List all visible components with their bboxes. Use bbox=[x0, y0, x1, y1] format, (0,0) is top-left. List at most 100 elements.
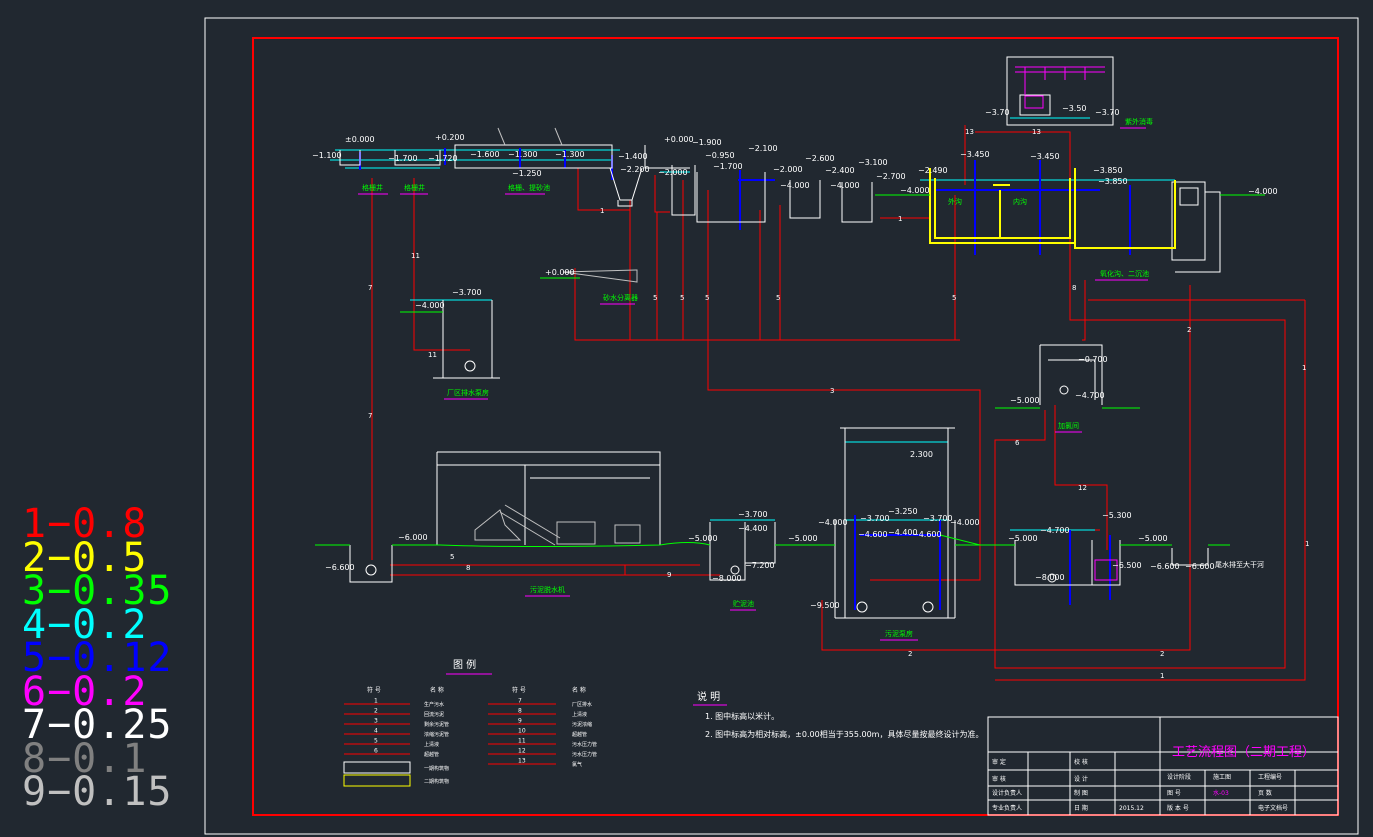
level-label: −3.100 bbox=[858, 158, 888, 167]
legend-row-name: 超越管 bbox=[424, 751, 439, 758]
legend-row-number: 5 bbox=[374, 738, 378, 745]
legend-col-symbol: 符 号 bbox=[367, 686, 381, 694]
level-label: −2.600 bbox=[805, 154, 835, 163]
level-label: +0.200 bbox=[435, 133, 465, 142]
legend-row-number: 6 bbox=[374, 748, 378, 755]
level-label: −4.000 bbox=[950, 518, 980, 527]
legend-row-number: 7 bbox=[518, 698, 522, 705]
legend-row-number: 1 bbox=[374, 698, 378, 705]
line-tag: 12 bbox=[1078, 484, 1087, 492]
outlet-label: 尾水排至大干河 bbox=[1215, 560, 1264, 569]
unit-label: 厂区排水泵房 bbox=[447, 388, 489, 397]
legend-row-number: 9 bbox=[518, 718, 522, 725]
line-tag: 3 bbox=[830, 387, 834, 395]
level-label: +0.000 bbox=[664, 135, 694, 144]
title-block-cell: 水-03 bbox=[1213, 789, 1229, 797]
title-block-cell: 电子文档号 bbox=[1258, 804, 1288, 812]
line-tag: 7 bbox=[368, 412, 372, 420]
level-label: −4.000 bbox=[900, 186, 930, 195]
line-number-tags: 7 11 11 7 1 5 5 5 5 5 3 1 13 13 8 2 1 6 … bbox=[368, 128, 1309, 680]
legend-row-name: 氯气 bbox=[572, 761, 582, 768]
unit-labels: 格栅井 格栅井 格栅、提砂池 砂水分离器 厂区排水泵房 外沟 内沟 氧化沟、二沉… bbox=[362, 117, 1153, 638]
level-label: −3.450 bbox=[960, 150, 990, 159]
level-label: −5.000 bbox=[688, 534, 718, 543]
level-label: −3.70 bbox=[985, 108, 1010, 117]
unit-label: 内沟 bbox=[1013, 197, 1027, 206]
legend-row-name: 剩余污泥管 bbox=[424, 721, 449, 728]
level-label: −3.700 bbox=[860, 514, 890, 523]
legend-col-name: 名 称 bbox=[572, 686, 586, 694]
legend-row-number: 3 bbox=[374, 718, 378, 725]
line-tag: 7 bbox=[368, 284, 372, 292]
pump-symbols bbox=[365, 360, 1069, 613]
level-label: −4.600 bbox=[858, 530, 888, 539]
level-label: −8.000 bbox=[712, 574, 742, 583]
level-label: −2.700 bbox=[876, 172, 906, 181]
level-label: −1.100 bbox=[312, 151, 342, 160]
pen-weight-entry: 8−0.1 bbox=[22, 735, 148, 782]
line-tag: 1 bbox=[1302, 364, 1306, 372]
legend-row-number: 11 bbox=[518, 738, 526, 745]
legend-row-number: 4 bbox=[374, 728, 378, 735]
line-tag: 2 bbox=[1187, 326, 1191, 334]
level-label: −3.700 bbox=[452, 288, 482, 297]
title-block-cell: 设 计 bbox=[1074, 775, 1088, 783]
level-label: −4.000 bbox=[1248, 187, 1278, 196]
title-block-cell: 校 核 bbox=[1074, 758, 1088, 766]
note-1: 1. 图中标高以米计。 bbox=[705, 711, 779, 721]
level-label: −4.400 bbox=[888, 528, 918, 537]
legend-row-name: 回流污泥 bbox=[424, 711, 444, 718]
title-block-cell: 审 核 bbox=[992, 775, 1006, 783]
pen-weight-entry: 3−0.35 bbox=[22, 568, 173, 614]
level-label: −3.700 bbox=[738, 510, 768, 519]
title-block-cell: 页 数 bbox=[1258, 789, 1272, 797]
legend-row-name: 污水压力管 bbox=[572, 741, 597, 748]
dewatering-machinery bbox=[474, 127, 641, 546]
level-label: −3.850 bbox=[1093, 166, 1123, 175]
level-label: −6.000 bbox=[398, 533, 428, 542]
title-block-cell: 设计阶段 bbox=[1167, 773, 1191, 781]
title-block-cell: 版 本 号 bbox=[1167, 804, 1189, 812]
legend-row-number: 8 bbox=[518, 708, 522, 715]
pen-weight-entry: 7−0.25 bbox=[22, 702, 173, 748]
note-2: 2. 图中标高为相对标高，±0.00相当于355.00m，具体尽量按最终设计为准… bbox=[705, 729, 983, 739]
level-label: +0.000 bbox=[545, 268, 575, 277]
line-tag: 5 bbox=[776, 294, 780, 302]
drawing-title: 工艺流程图（二期工程） bbox=[1172, 745, 1315, 760]
notes: 说 明 1. 图中标高以米计。 2. 图中标高为相对标高，±0.00相当于355… bbox=[693, 690, 983, 739]
level-label: −3.850 bbox=[1098, 177, 1128, 186]
title-block-cell: 施工图 bbox=[1213, 773, 1231, 781]
level-label: −1.300 bbox=[508, 150, 538, 159]
unit-label: 污泥脱水机 bbox=[530, 585, 565, 594]
line-tag: 8 bbox=[1072, 284, 1076, 292]
line-tag: 11 bbox=[411, 252, 420, 260]
line-tag: 2 bbox=[908, 650, 912, 658]
unit-label: 紫外消毒 bbox=[1125, 117, 1153, 126]
level-label: −2.400 bbox=[825, 166, 855, 175]
level-label: −9.500 bbox=[810, 601, 840, 610]
level-label: −7.200 bbox=[745, 561, 775, 570]
level-label: −5.300 bbox=[1102, 511, 1132, 520]
level-label: −5.000 bbox=[1138, 534, 1168, 543]
legend-phase2-label: 二期构筑物 bbox=[424, 778, 449, 785]
title-block-cell: 制 图 bbox=[1074, 789, 1088, 797]
level-label: −0.700 bbox=[1078, 355, 1108, 364]
level-label: −6.500 bbox=[1112, 561, 1142, 570]
title-block-cell: 设计负责人 bbox=[992, 789, 1022, 797]
unit-label: 加氯间 bbox=[1058, 421, 1079, 430]
unit-label: 污泥泵房 bbox=[885, 629, 913, 638]
red-pipe-lines bbox=[371, 125, 1306, 681]
legend-row-name: 浓缩污泥管 bbox=[424, 731, 449, 738]
title-block-cell: 图 号 bbox=[1167, 790, 1181, 797]
level-label: −4.700 bbox=[1040, 526, 1070, 535]
level-label: −1.600 bbox=[470, 150, 500, 159]
level-label: −1.300 bbox=[555, 150, 585, 159]
pen-weight-entry: 5−0.12 bbox=[22, 635, 173, 681]
unit-label: 外沟 bbox=[948, 197, 962, 206]
line-tag: 5 bbox=[705, 294, 709, 302]
legend-box-phase1 bbox=[343, 761, 411, 774]
legend-row-number: 2 bbox=[374, 708, 378, 715]
legend-col-symbol: 符 号 bbox=[512, 686, 526, 694]
legend: 图 例 符 号 名 称 符 号 名 称 1生产污水2回流污泥3剩余污泥管4浓缩污… bbox=[343, 658, 597, 787]
